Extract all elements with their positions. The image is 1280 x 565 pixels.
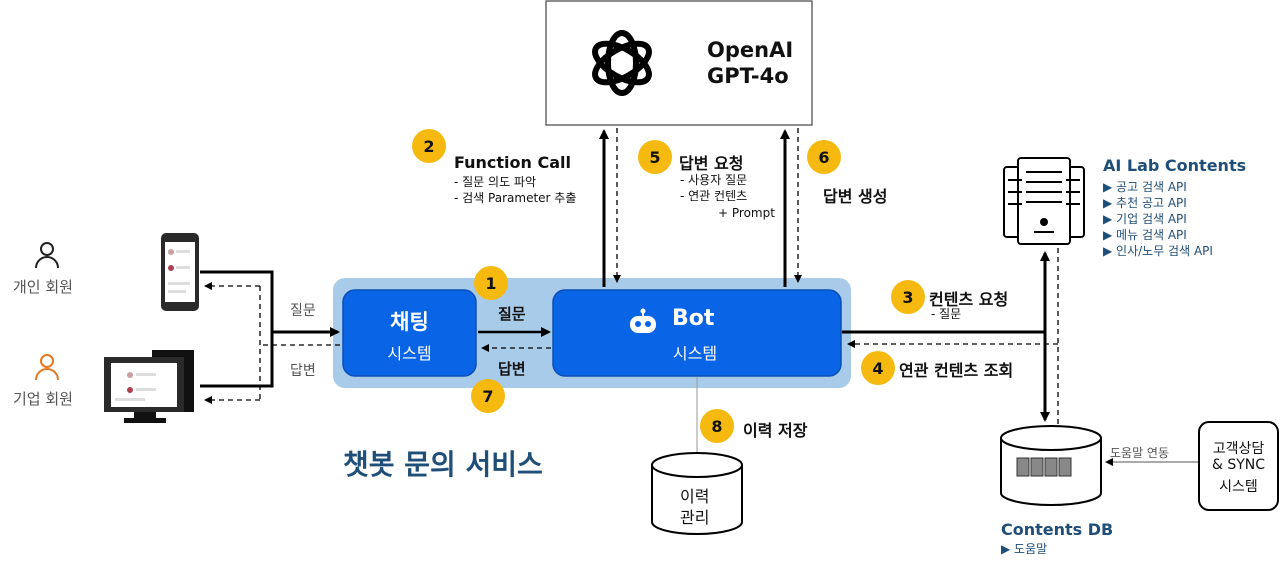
history-save-label: 이력 저장: [743, 421, 808, 440]
devices-to-chat-line: [200, 270, 274, 388]
chat-system-box: [342, 289, 477, 377]
answer-request-item-1: - 사용자 질문: [680, 173, 748, 187]
ai-lab-item-5: ▶ 인사/노무 검색 API: [1103, 244, 1213, 258]
bot-system-box: [552, 289, 842, 377]
ai-lab-item-2: ▶ 추천 공고 API: [1103, 196, 1187, 210]
ai-lab-item-1: ▶ 공고 검색 API: [1103, 180, 1187, 194]
bot-system-title: Bot: [672, 306, 715, 331]
question-mid-label: 질문: [498, 305, 526, 323]
function-call-item-2: - 검색 Parameter 추출: [454, 191, 577, 205]
ai-lab-item-3: ▶ 기업 검색 API: [1103, 212, 1187, 226]
history-db-line1: 이력: [680, 487, 710, 506]
contents-db-icon: [1000, 425, 1102, 506]
step-badge-1: 1: [474, 266, 508, 300]
openai-box: [545, 0, 813, 126]
chat-system-title: 채팅: [390, 310, 429, 334]
customer-system-line2: & SYNC: [1211, 457, 1266, 473]
function-call-item-1: - 질문 의도 파악: [454, 175, 537, 189]
answer-request-item-3: + Prompt: [718, 206, 775, 220]
corporate-person-icon: [35, 354, 59, 381]
individual-person-icon: [35, 242, 59, 269]
answer-request-title: 답변 요청: [679, 154, 744, 173]
step-badge-4: 4: [861, 351, 895, 385]
corporate-member-label: 기업 회원: [13, 390, 73, 408]
bot-icon: [628, 308, 658, 334]
contents-db-title: Contents DB: [1001, 520, 1114, 539]
server-icon: [1003, 157, 1085, 245]
customer-system-line1: 고객상담: [1212, 441, 1265, 457]
ai-lab-item-4: ▶ 메뉴 검색 API: [1103, 228, 1187, 242]
step-badge-2: 2: [412, 129, 446, 163]
step-badge-5: 5: [638, 140, 672, 174]
help-link-label: 도움말 연동: [1110, 446, 1170, 460]
chat-system-subtitle: 시스템: [387, 344, 432, 363]
individual-member-label: 개인 회원: [13, 278, 73, 296]
related-lookup-label: 연관 컨텐츠 조회: [899, 361, 1014, 380]
ai-lab-title: AI Lab Contents: [1103, 156, 1247, 175]
openai-model: GPT-4o: [707, 64, 789, 88]
customer-system-box: [1198, 421, 1279, 511]
step-badge-6: 6: [807, 140, 841, 174]
phone-icon: [161, 233, 199, 311]
monitor-icon: [104, 350, 194, 423]
answer-mid-label: 답변: [498, 360, 526, 378]
question-left-label: 질문: [290, 303, 316, 319]
answer-generation-label: 답변 생성: [823, 187, 888, 206]
content-request-title: 컨텐츠 요청: [929, 290, 1009, 309]
history-db-icon: [651, 452, 743, 535]
openai-logo-icon: [592, 30, 652, 96]
answer-left-label: 답변: [290, 363, 316, 379]
function-call-title: Function Call: [454, 153, 571, 172]
page-title: 챗봇 문의 서비스: [343, 448, 543, 481]
bot-system-subtitle: 시스템: [672, 344, 718, 363]
history-db-line2: 관리: [680, 508, 710, 527]
content-request-item: - 질문: [931, 307, 962, 321]
step-badge-3: 3: [891, 280, 925, 314]
contents-db-item: ▶ 도움말: [1001, 542, 1048, 556]
customer-system-line3: 시스템: [1219, 479, 1258, 495]
answer-request-item-2: - 연관 컨텐츠: [680, 189, 748, 203]
step-badge-7: 7: [471, 379, 505, 413]
step-badge-8: 8: [700, 409, 734, 443]
openai-name: OpenAI: [707, 38, 794, 62]
